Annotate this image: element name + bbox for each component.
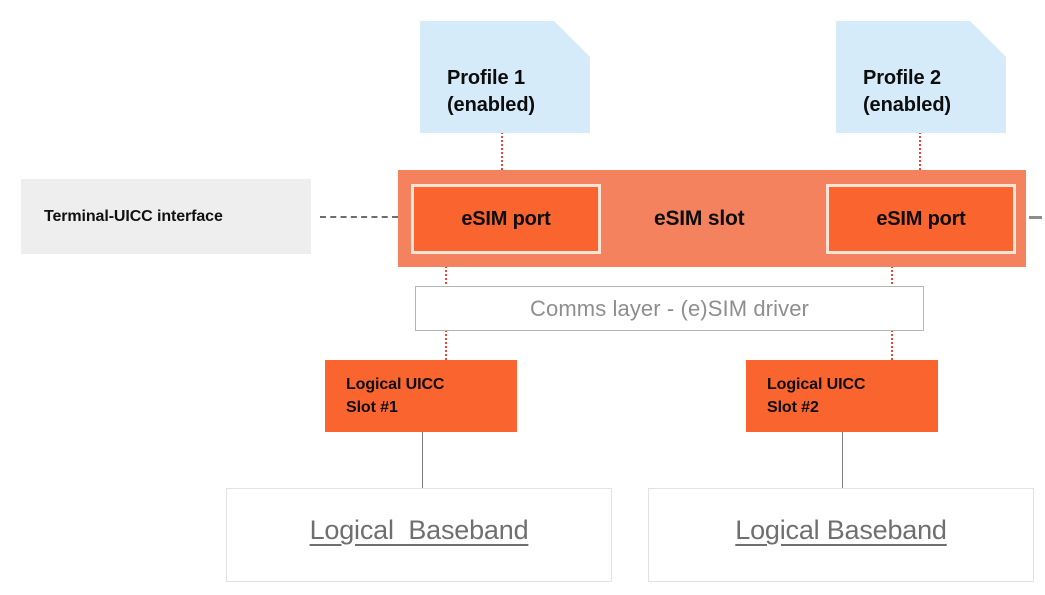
logical-uicc-slot-1-label: Logical UICC Slot #1 (346, 375, 445, 416)
comms-layer-label: Comms layer - (e)SIM driver (530, 295, 809, 321)
comms-layer-box[interactable]: Comms layer - (e)SIM driver (415, 286, 924, 331)
logical-baseband-1[interactable]: Logical Baseband (226, 488, 612, 582)
terminal-uicc-interface-box[interactable]: Terminal-UICC interface (21, 179, 311, 254)
profile-card-1-label: Profile 1 (enabled) (447, 67, 535, 116)
esim-port-2[interactable]: eSIM port (826, 184, 1016, 254)
connector-uicc1-to-baseband1 (422, 432, 423, 489)
logical-uicc-slot-2-label: Logical UICC Slot #2 (767, 375, 866, 416)
logical-baseband-2-label: Logical Baseband (735, 515, 947, 545)
terminal-uicc-interface-label: Terminal-UICC interface (44, 207, 223, 225)
logical-uicc-slot-2[interactable]: Logical UICC Slot #2 (746, 360, 938, 432)
profile-card-2[interactable]: Profile 2 (enabled) (836, 21, 1006, 133)
connector-profile1-to-port1 (501, 132, 503, 182)
esim-slot-title: eSIM slot (654, 207, 745, 230)
esim-slot-strip[interactable]: eSIM port eSIM slot eSIM port (398, 170, 1026, 267)
profile-card-1[interactable]: Profile 1 (enabled) (420, 21, 590, 133)
esim-port-2-label: eSIM port (876, 207, 966, 230)
connector-uicc2-to-baseband2 (842, 432, 843, 489)
logical-baseband-1-label: Logical Baseband (309, 515, 529, 545)
logical-uicc-slot-1[interactable]: Logical UICC Slot #1 (325, 360, 517, 432)
profile-card-2-label: Profile 2 (enabled) (863, 67, 951, 116)
connector-terminal-to-slot (320, 216, 398, 218)
connector-slot-right-stub (1029, 216, 1042, 219)
connector-profile2-to-port2 (919, 132, 921, 182)
esim-port-1[interactable]: eSIM port (411, 184, 601, 254)
esim-port-1-label: eSIM port (461, 207, 551, 230)
logical-baseband-2[interactable]: Logical Baseband (648, 488, 1034, 582)
